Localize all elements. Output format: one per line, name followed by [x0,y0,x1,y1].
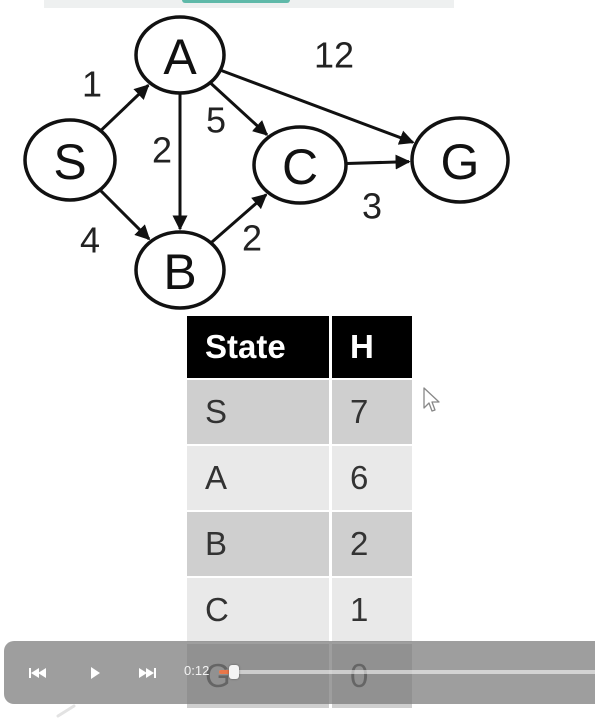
heuristic-cell: 1 [332,576,412,642]
edge-b-c [210,193,268,244]
pen-icon [56,704,76,718]
table-row: A 6 [187,444,412,510]
node-circle [134,15,226,95]
heuristic-cell: 2 [332,510,412,576]
graph-node-b: B [134,230,226,310]
node-circle [134,230,226,310]
edge-cost-label: 4 [80,220,100,261]
node-label: B [163,244,196,300]
node-label: S [53,134,86,190]
graph-node-s: S [23,118,117,202]
skip-next-button[interactable] [135,661,159,685]
edge-s-b [99,189,151,241]
edge-s-a [100,84,150,132]
edge-cost-label: 3 [362,186,382,227]
skip-previous-button[interactable] [26,661,50,685]
node-circle [410,116,510,204]
column-header-state: State [187,316,332,378]
edge-cost-label: 2 [242,218,262,259]
graph-node-g: G [410,116,510,204]
seek-bar[interactable] [219,665,595,679]
top-strip-accent [182,0,290,3]
edge-a-g [220,69,415,145]
video-player-controls: 0:12 [4,641,595,704]
graph-node-c: C [252,125,348,205]
column-header-h: H [332,316,412,378]
top-strip [44,0,454,8]
state-cell: A [187,444,332,510]
current-time: 0:12 [184,663,210,678]
node-label: C [282,139,318,195]
mouse-pointer-icon [423,387,440,412]
edge-c-g [346,154,411,170]
node-circle [252,125,348,205]
heuristic-cell: 7 [332,378,412,444]
node-label: A [163,29,197,85]
edge-cost-label: 1 [82,64,102,105]
node-circle [23,118,117,202]
graph-node-a: A [134,15,226,95]
play-button[interactable] [83,661,107,685]
edge-cost-label: 12 [314,35,354,76]
table-row: C 1 [187,576,412,642]
edge-cost-label: 5 [206,100,226,141]
seek-handle[interactable] [229,665,240,679]
table-row: B 2 [187,510,412,576]
skip-next-icon [139,668,156,678]
seek-progress [219,670,235,674]
table-header-row: State H [187,316,412,378]
table-row: S 7 [187,378,412,444]
state-cell: C [187,576,332,642]
play-icon [91,667,100,679]
state-cell: S [187,378,332,444]
heuristic-cell: 6 [332,444,412,510]
edge-cost-label: 2 [152,130,172,171]
skip-previous-icon [29,668,46,678]
state-cell: B [187,510,332,576]
edge-a-c [209,82,269,136]
node-label: G [441,134,480,190]
